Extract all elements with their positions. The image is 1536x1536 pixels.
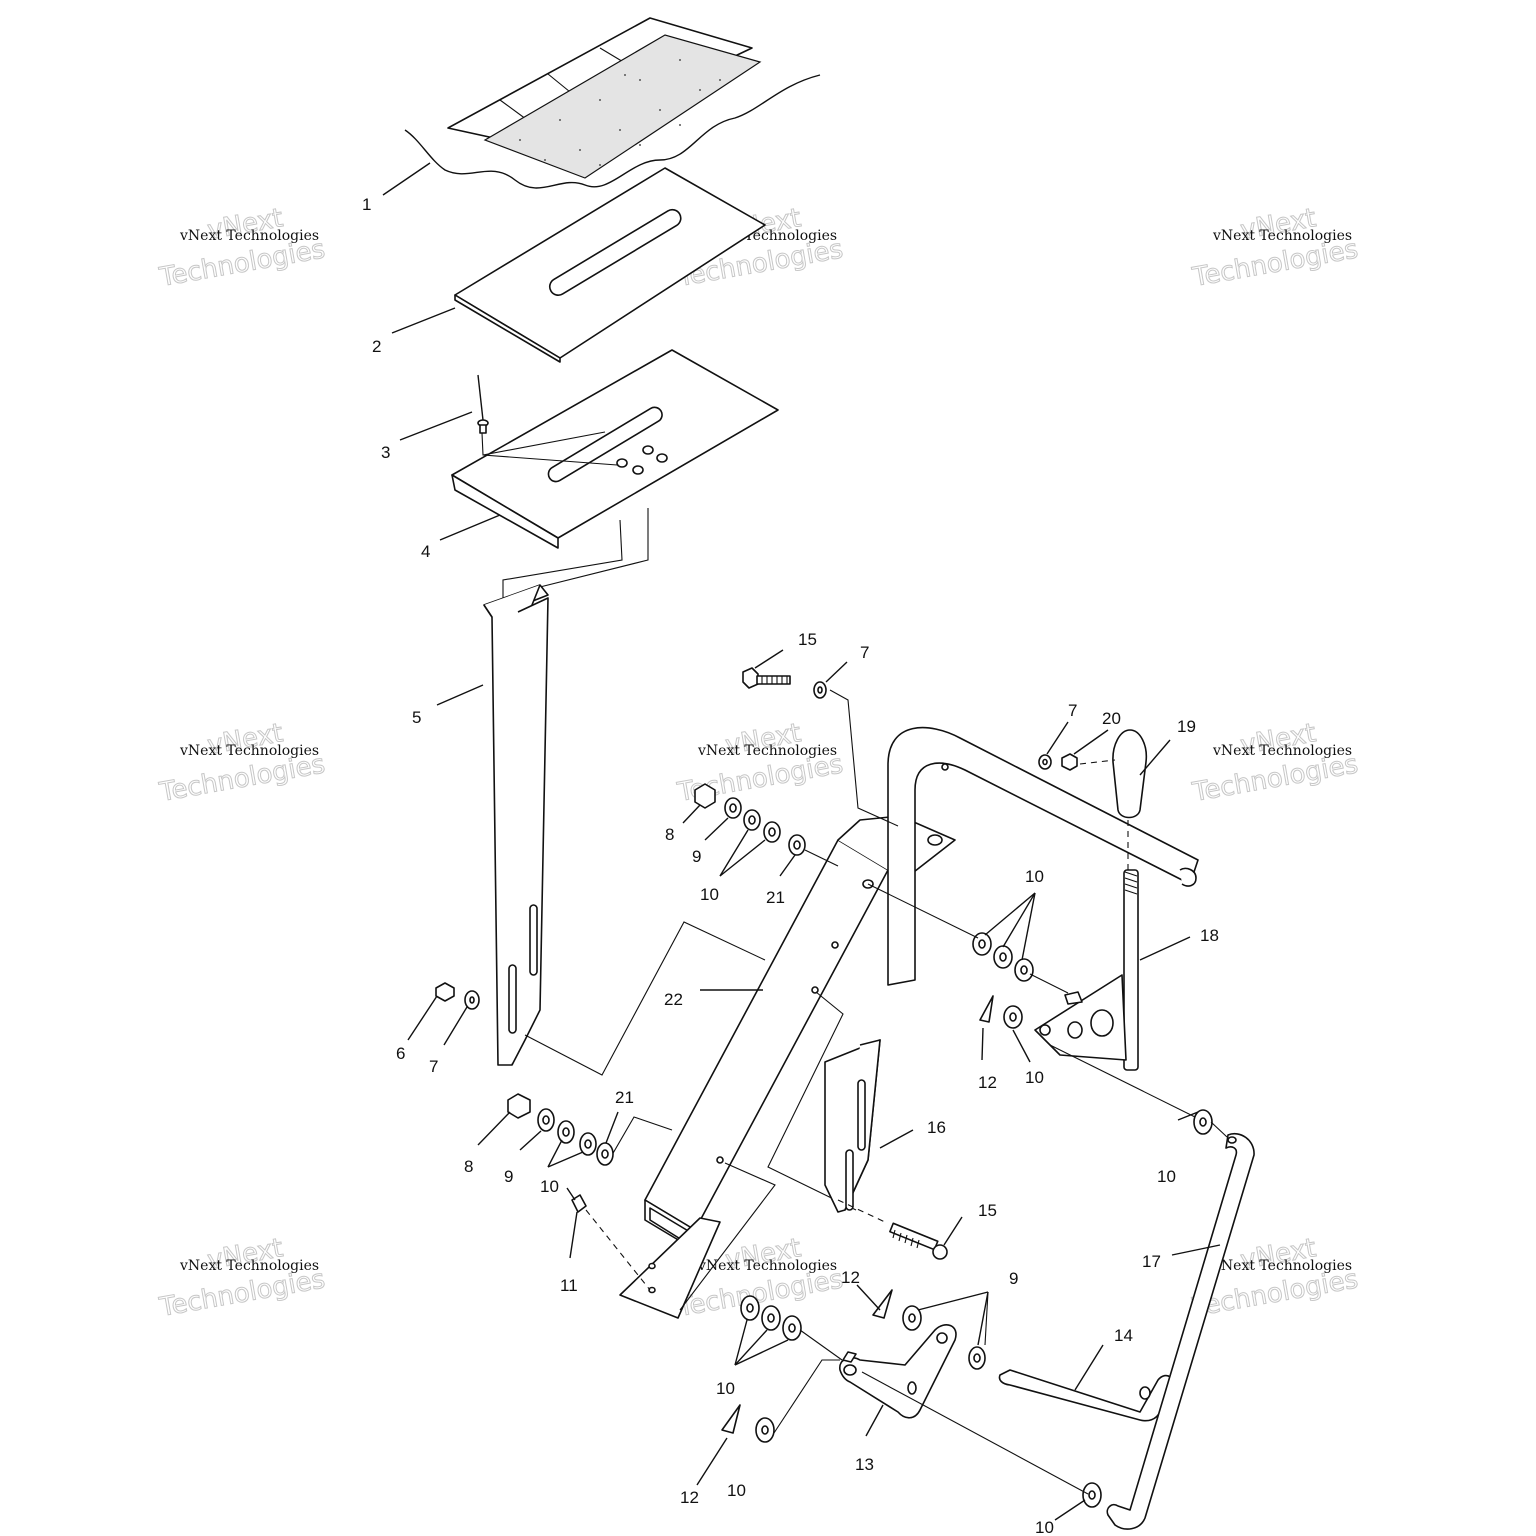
callout-19: 19 [1177,717,1196,736]
washer-stack-upper [694,783,806,856]
part-7-washer [464,990,480,1010]
callout-8: 8 [665,825,674,844]
callout-labels: 1 2 3 4 5 6 7 15 7 7 20 19 8 9 10 21 10 … [362,195,1219,1536]
callout-10: 10 [700,885,719,904]
callout-14: 14 [1114,1326,1133,1345]
part-4-plate [451,349,779,549]
part-6-nut [435,982,455,1002]
watermark: Technologies vNext vNext Technologies [156,718,328,809]
watermark-text: vNext Technologies [179,743,319,759]
callout-5: 5 [412,708,421,727]
part-7-washer-upper [1038,754,1052,770]
part-19-lever [887,726,1199,986]
callout-17: 17 [1142,1252,1161,1271]
washer-stack-right [972,932,1034,1029]
callout-22: 22 [664,990,683,1009]
watermark: Technologies vNext vNext Technologies [156,1233,328,1324]
watermark-text: vNext Technologies [1212,228,1352,244]
callout-6: 6 [396,1044,405,1063]
callout-4: 4 [421,542,430,561]
callout-9: 9 [504,1167,513,1186]
callout-3: 3 [381,443,390,462]
callout-10: 10 [1157,1167,1176,1186]
callout-9: 9 [1009,1269,1018,1288]
callout-10: 10 [716,1379,735,1398]
part-5-bracket [483,584,549,1066]
part-2-pad [454,167,766,363]
callout-21: 21 [766,888,785,907]
callout-8: 8 [464,1157,473,1176]
callout-1: 1 [362,195,371,214]
watermark: Technologies vNext vNext Technologies [156,203,328,294]
part-11-clip [571,1194,651,1291]
watermark-group: Technologies vNext vNext Technologies Te… [156,203,1361,1324]
part-18-shift-bracket [1034,869,1139,1071]
callout-16: 16 [927,1118,946,1137]
watermark-text: vNext Technologies [179,228,319,244]
callout-9: 9 [692,847,701,866]
callout-7: 7 [1068,701,1077,720]
callout-10: 10 [727,1481,746,1500]
part-12-cotter-pin-lower [721,1289,893,1434]
watermark: Technologies vNext vNext Technologies [1189,203,1361,294]
callout-10: 10 [1025,1068,1044,1087]
callout-20: 20 [1102,709,1121,728]
carpet-texture [519,59,721,166]
part-16-bracket [824,1039,881,1213]
callout-10: 10 [1035,1518,1054,1536]
leader-lines [382,162,1221,1521]
part-15-bolt-upper [742,667,827,699]
washer-stack-bottom [740,1109,1213,1508]
callout-7: 7 [429,1057,438,1076]
callout-7: 7 [860,643,869,662]
watermark-text: vNext Technologies [697,743,837,759]
part-15-bolt-lower [889,1222,948,1260]
callout-18: 18 [1200,926,1219,945]
watermark-text: vNext Technologies [1212,1258,1352,1274]
part-13-bellcrank [839,1324,957,1419]
callout-15: 15 [978,1201,997,1220]
part-17-rod [1106,1133,1255,1530]
callout-10: 10 [540,1177,559,1196]
callout-12: 12 [978,1073,997,1092]
callout-2: 2 [372,337,381,356]
part-3-rivet [477,374,618,466]
callout-21: 21 [615,1088,634,1107]
callout-12: 12 [680,1488,699,1507]
part-1-floor-mat [404,17,821,189]
callout-10: 10 [1025,867,1044,886]
callout-15: 15 [798,630,817,649]
part-20-nut [1061,753,1078,771]
watermark-text: vNext Technologies [1212,743,1352,759]
watermark-text: vNext Technologies [179,1258,319,1274]
part-14-link [998,1369,1175,1422]
washer-stack-lower [507,1093,614,1166]
watermark-text: vNext Technologies [697,1258,837,1274]
callout-11: 11 [560,1276,578,1295]
callout-13: 13 [855,1455,874,1474]
part-12-cotter-pin [979,995,994,1023]
callout-12: 12 [841,1268,860,1287]
watermark: Technologies vNext vNext Technologies [1189,718,1361,809]
